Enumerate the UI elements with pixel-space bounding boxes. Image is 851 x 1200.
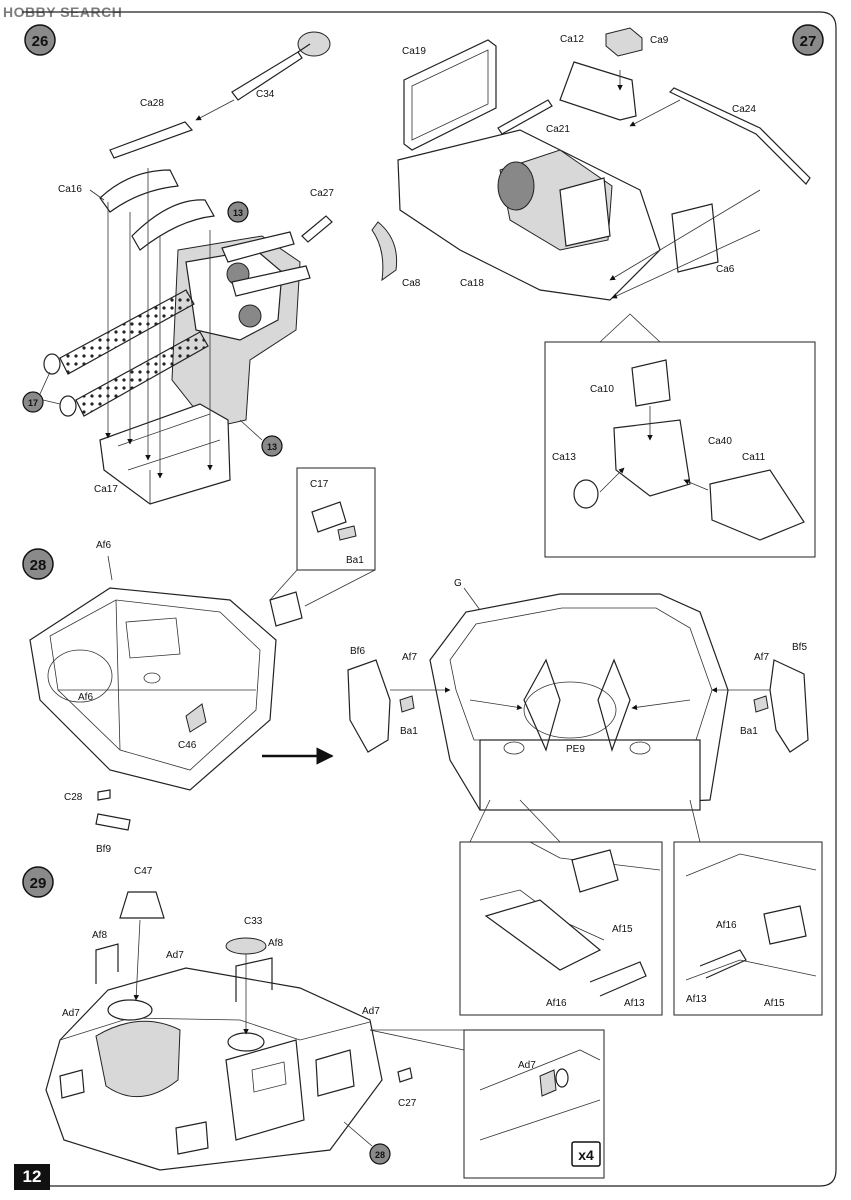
step-29-badge xyxy=(22,866,54,898)
step-26-badge xyxy=(24,24,56,56)
label-ba1-left: Ba1 xyxy=(400,726,418,737)
part-bf9 xyxy=(95,813,131,831)
ref-13-bottom: 13 xyxy=(267,442,277,452)
label-ad7-inset: Ad7 xyxy=(518,1060,536,1071)
label-ad7-left: Ad7 xyxy=(62,1008,80,1019)
label-g: G xyxy=(454,578,462,589)
label-c46: C46 xyxy=(178,740,197,751)
label-c28: C28 xyxy=(64,792,83,803)
part-ca19 xyxy=(403,39,497,151)
label-ca17: Ca17 xyxy=(94,484,118,495)
label-ca27: Ca27 xyxy=(310,188,334,199)
label-af6-top: Af6 xyxy=(96,540,111,551)
part-ca16 xyxy=(99,169,179,213)
step-28-badge xyxy=(22,548,54,580)
ref-28: 28 xyxy=(375,1150,385,1160)
ref-13-top-badge xyxy=(227,201,249,223)
part-c34 xyxy=(231,51,303,101)
label-ca6: Ca6 xyxy=(716,264,735,275)
label-af13-b: Af13 xyxy=(686,994,707,1005)
label-ca9: Ca9 xyxy=(650,35,669,46)
label-ad7-right: Ad7 xyxy=(362,1006,380,1017)
label-ca28: Ca28 xyxy=(140,98,164,109)
ref-17-badge xyxy=(22,391,44,413)
part-bf5 xyxy=(769,659,809,753)
label-c47: C47 xyxy=(134,866,153,877)
label-ba1-right: Ba1 xyxy=(740,726,758,737)
label-c17: C17 xyxy=(310,479,329,490)
part-ca6 xyxy=(671,203,719,273)
part-c33 xyxy=(225,937,267,955)
part-ca24 xyxy=(668,87,811,185)
part-af8-right xyxy=(235,957,273,1002)
step-29-number: 29 xyxy=(30,875,47,892)
label-ca12: Ca12 xyxy=(560,34,584,45)
step-28-number: 28 xyxy=(30,557,47,574)
step-29: 29 C47 C33 Af8 Af8 Ad7 Ad7 Ad7 C27 28 xyxy=(22,866,605,1179)
label-ca11: Ca11 xyxy=(742,452,766,463)
barrel-lower xyxy=(75,331,209,417)
label-ca10: Ca10 xyxy=(590,384,614,395)
label-af7-right: Af7 xyxy=(754,652,769,663)
label-bf5: Bf5 xyxy=(792,642,807,653)
step-27-badge xyxy=(792,24,824,56)
label-ca21: Ca21 xyxy=(546,124,570,135)
part-ca11 xyxy=(709,469,805,541)
label-af7-left: Af7 xyxy=(402,652,417,663)
step-26: 26 C34 Ca28 Ca16 Ca27 13 13 xyxy=(22,24,334,505)
label-ba1-inset: Ba1 xyxy=(346,555,364,566)
label-ca19: Ca19 xyxy=(402,46,426,57)
part-ca8 xyxy=(371,221,398,282)
part-ca9 xyxy=(605,27,643,57)
label-pe9: PE9 xyxy=(566,744,585,755)
part-ca17 xyxy=(99,403,231,505)
label-ad7-top: Ad7 xyxy=(166,950,184,961)
label-ca18: Ca18 xyxy=(460,278,484,289)
label-af16-a: Af16 xyxy=(546,998,567,1009)
label-af15-a: Af15 xyxy=(612,924,633,935)
label-ca8: Ca8 xyxy=(402,278,421,289)
label-af8-right: Af8 xyxy=(268,938,283,949)
part-ca40 xyxy=(613,419,691,497)
label-af13-a: Af13 xyxy=(624,998,645,1009)
barrel-upper xyxy=(59,289,195,375)
label-ca16: Ca16 xyxy=(58,184,82,195)
hull-left xyxy=(29,587,277,791)
step-28: 28 C17 Ba1 Af6 Af6 C46 C28 Bf9 xyxy=(22,467,823,1016)
label-c34: C34 xyxy=(256,89,275,100)
multiplier: x4 xyxy=(578,1147,594,1163)
part-ca12 xyxy=(559,61,637,121)
part-ca28 xyxy=(109,121,194,159)
step-27-number: 27 xyxy=(800,33,817,50)
part-ca10 xyxy=(631,359,671,407)
label-c27: C27 xyxy=(398,1098,417,1109)
label-af15-b: Af15 xyxy=(764,998,785,1009)
multiplier-badge xyxy=(571,1141,601,1167)
page-number: 12 xyxy=(14,1164,50,1190)
part-ca13 xyxy=(573,479,599,509)
label-ca24: Ca24 xyxy=(732,104,756,115)
label-c33: C33 xyxy=(244,916,263,927)
page-frame xyxy=(22,11,837,1187)
step-27: 27 Ca19 Ca12 Ca9 Ca21 Ca24 Ca8 Ca18 Ca6 xyxy=(371,24,824,558)
step-26-number: 26 xyxy=(32,33,49,50)
label-bf6: Bf6 xyxy=(350,646,365,657)
label-bf9: Bf9 xyxy=(96,844,111,855)
ad7-detail-inset xyxy=(463,1029,605,1179)
part-af8-left xyxy=(95,943,119,984)
label-af8-left: Af8 xyxy=(92,930,107,941)
part-bf6 xyxy=(347,659,391,753)
label-af16-b: Af16 xyxy=(716,920,737,931)
label-ca40: Ca40 xyxy=(708,436,732,447)
ref-13-bottom-badge xyxy=(261,435,283,457)
label-ca13: Ca13 xyxy=(552,452,576,463)
part-c47 xyxy=(119,891,165,919)
ref-17: 17 xyxy=(28,398,38,408)
ref-13-top: 13 xyxy=(233,208,243,218)
ref-28-badge xyxy=(369,1143,391,1165)
label-af6-mid: Af6 xyxy=(78,692,93,703)
